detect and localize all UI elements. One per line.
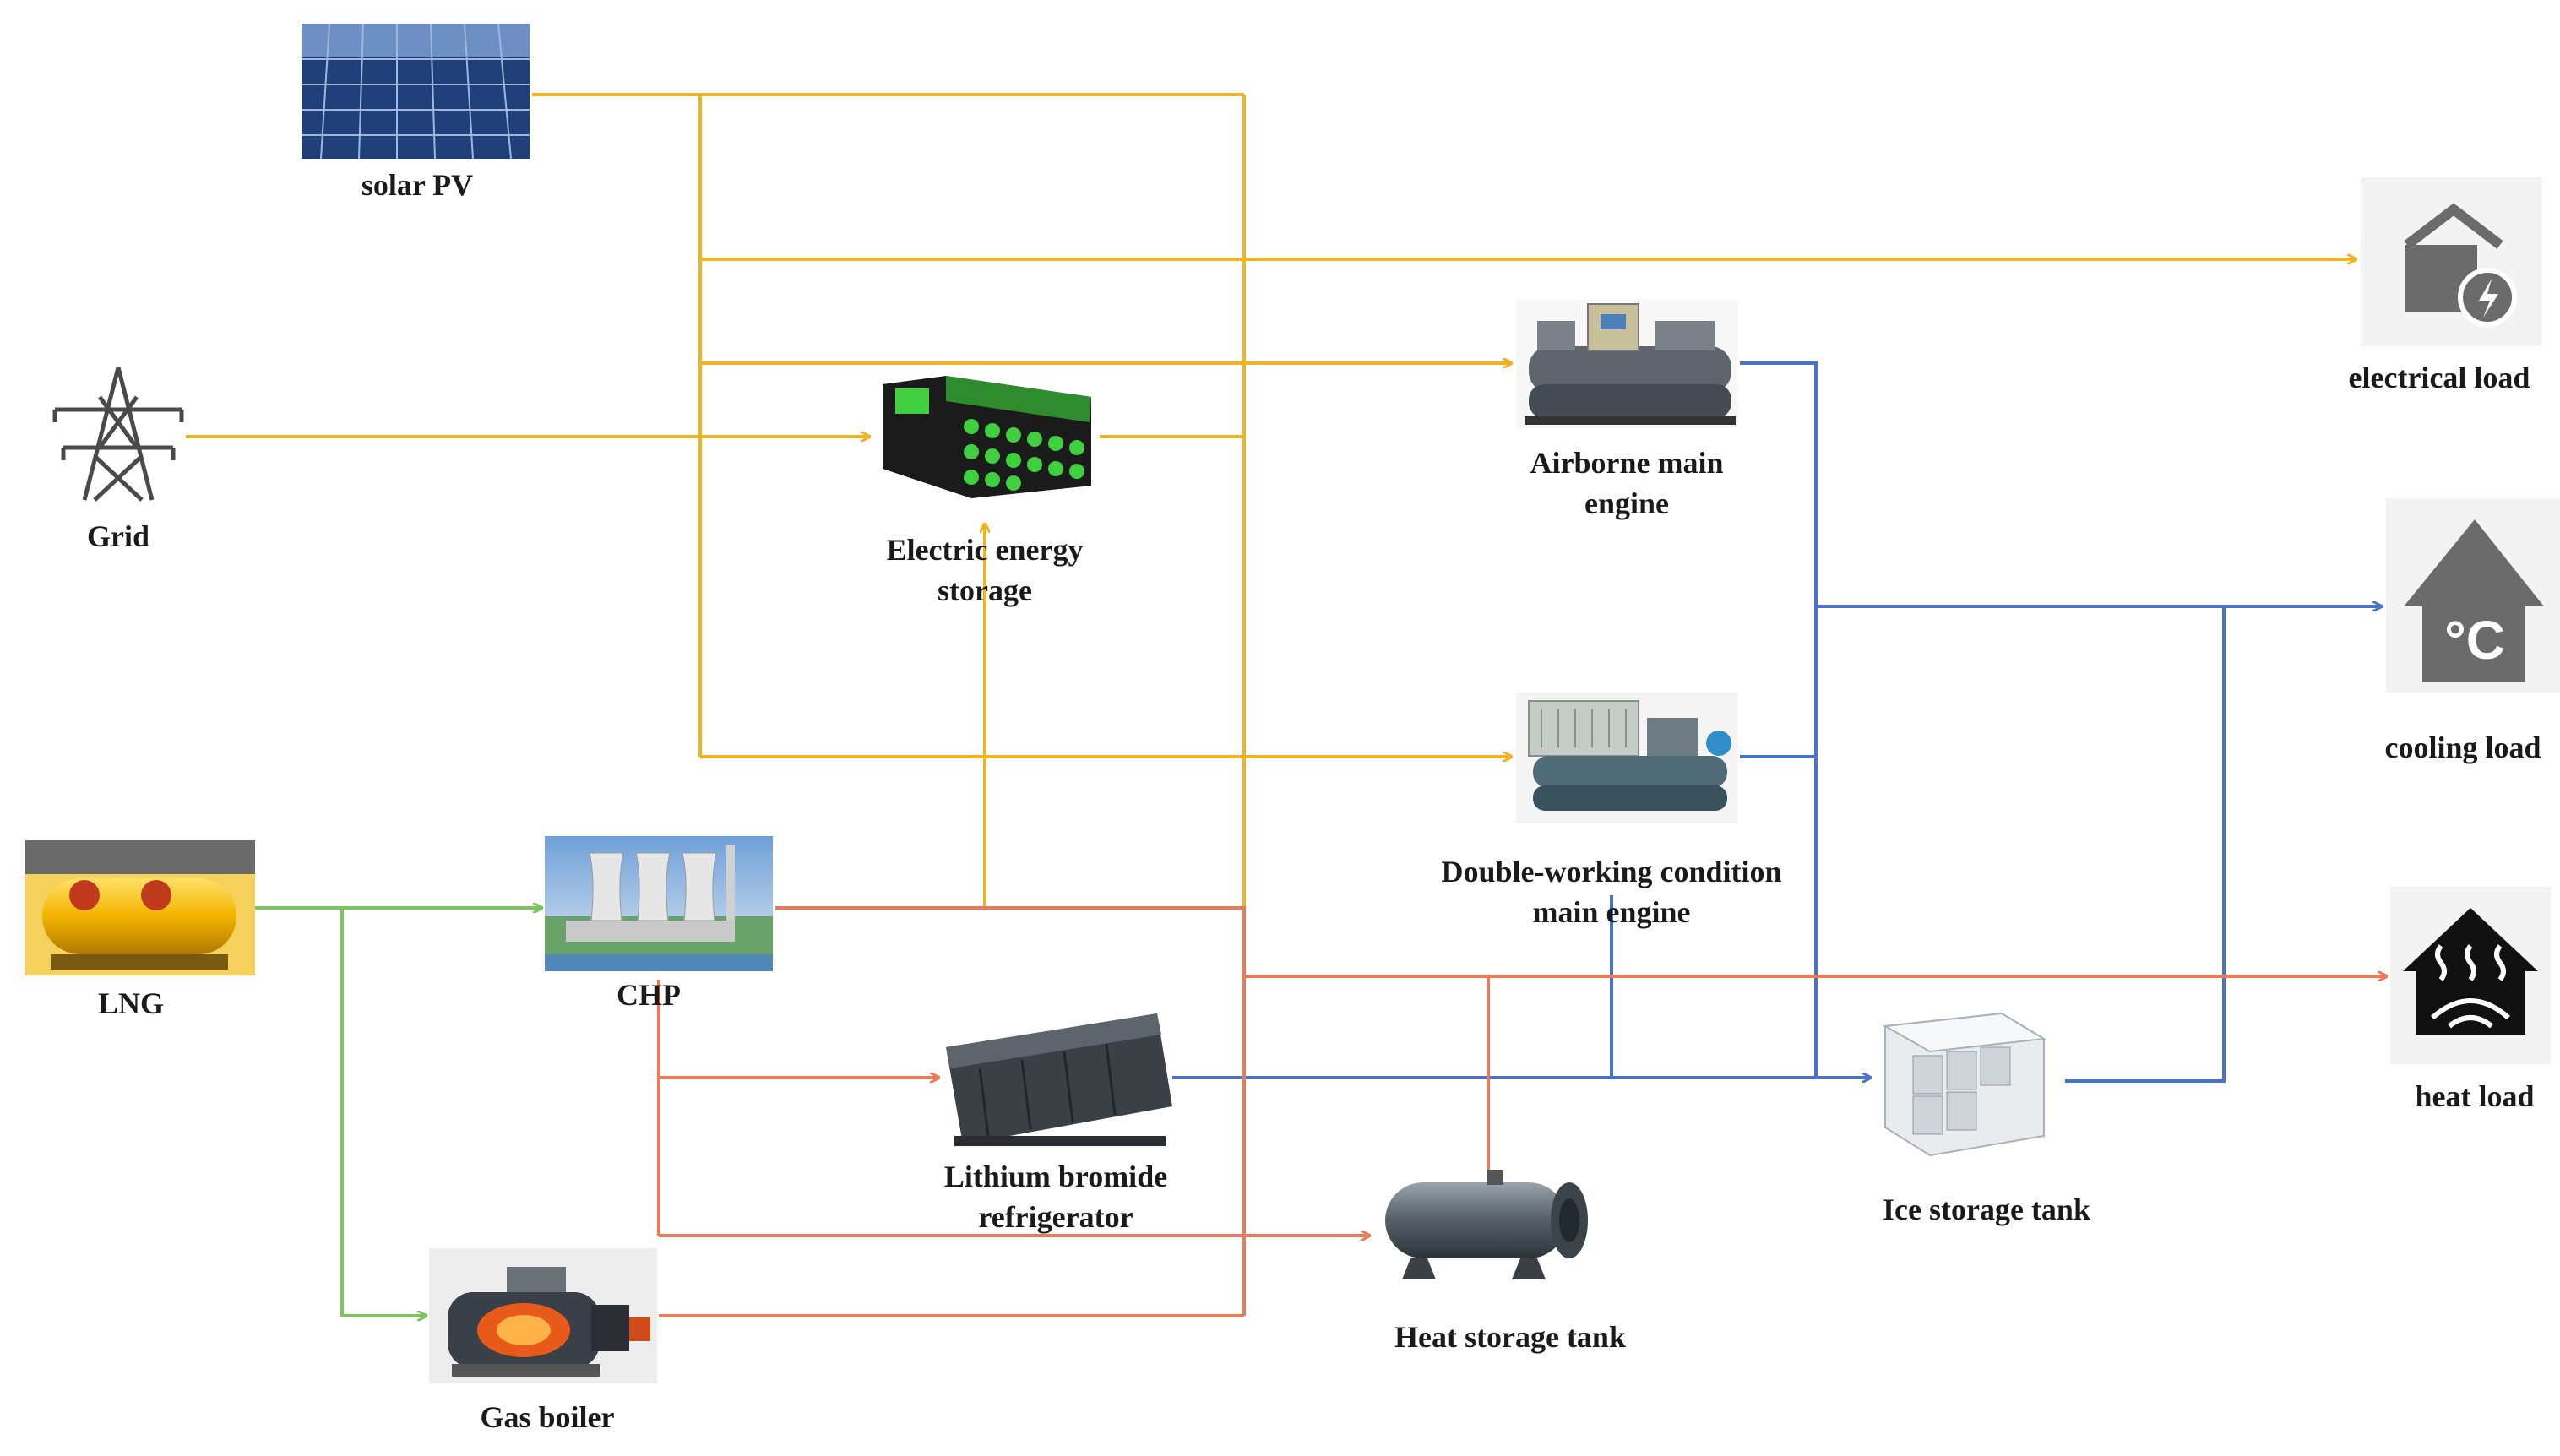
gas-flow-lines — [255, 908, 542, 1316]
power-plant-icon — [545, 836, 773, 971]
ice-storage-label: Ice storage tank — [1883, 1193, 2090, 1226]
node-electrical-load: electrical load — [2349, 177, 2542, 394]
airborne-engine-label-1: Airborne main — [1530, 446, 1724, 480]
chp-label: CHP — [617, 978, 681, 1012]
libr-label-1: Lithium bromide — [944, 1160, 1167, 1193]
boiler-icon — [429, 1248, 657, 1383]
grid-label: Grid — [87, 519, 149, 553]
airborne-engine-label-2: engine — [1584, 486, 1669, 520]
dual-chiller-icon — [1516, 693, 1737, 823]
node-grid: Grid — [52, 367, 184, 553]
svg-text:°C: °C — [2444, 610, 2505, 671]
node-cooling-load: °C cooling load — [2384, 498, 2560, 764]
node-heat-load: heat load — [2390, 887, 2551, 1113]
battery-pack-icon — [883, 376, 1091, 498]
libr-label-2: refrigerator — [978, 1200, 1133, 1234]
airborne-out-line — [1740, 361, 1818, 1078]
node-lng: LNG — [25, 840, 255, 1020]
heat-storage-label: Heat storage tank — [1394, 1320, 1626, 1354]
node-ice-storage: Ice storage tank — [1882, 1012, 2090, 1226]
electric-storage-label-2: storage — [938, 573, 1032, 607]
electrical-load-label: electrical load — [2349, 361, 2530, 394]
node-double-engine: Double-working condition main engine — [1441, 693, 1782, 929]
chiller-unit-icon — [1516, 300, 1737, 428]
solar-pv-label: solar PV — [361, 168, 473, 202]
gas-boiler-label: Gas boiler — [481, 1400, 615, 1434]
lng-to-boiler-line — [340, 908, 427, 1316]
node-solar-pv: solar PV — [302, 23, 530, 202]
lng-tank-icon — [25, 840, 255, 975]
chp-heat-out-line — [775, 906, 1246, 1316]
house-lightning-icon — [2361, 177, 2542, 346]
node-gas-boiler: Gas boiler — [429, 1248, 657, 1434]
cooling-flow-lines — [1172, 361, 2382, 1083]
cooling-load-label: cooling load — [2384, 731, 2541, 764]
electric-storage-label-1: Electric energy — [887, 533, 1084, 567]
heat-flow-lines — [657, 906, 2387, 1317]
transmission-tower-icon — [52, 367, 184, 502]
double-engine-label-2: main engine — [1532, 895, 1690, 929]
heat-load-label: heat load — [2415, 1079, 2534, 1113]
node-electric-storage: Electric energy storage — [883, 376, 1091, 607]
electric-flow-lines — [186, 93, 2356, 908]
node-chp: CHP — [545, 836, 773, 1012]
double-engine-label-1: Double-working condition — [1441, 855, 1781, 888]
solar-panel-icon — [302, 23, 530, 160]
house-heat-icon — [2390, 887, 2551, 1064]
absorption-chiller-icon — [946, 1013, 1172, 1146]
heat-tank-icon — [1385, 1170, 1588, 1279]
node-airborne-engine: Airborne main engine — [1516, 300, 1737, 520]
node-libr-refrigerator: Lithium bromide refrigerator — [944, 1013, 1172, 1234]
ice-tank-icon — [1882, 1012, 2047, 1157]
ice-to-cooling-line — [2065, 606, 2226, 1083]
lng-label: LNG — [98, 986, 164, 1020]
node-heat-storage: Heat storage tank — [1385, 1170, 1626, 1354]
house-celsius-icon: °C — [2386, 498, 2560, 693]
